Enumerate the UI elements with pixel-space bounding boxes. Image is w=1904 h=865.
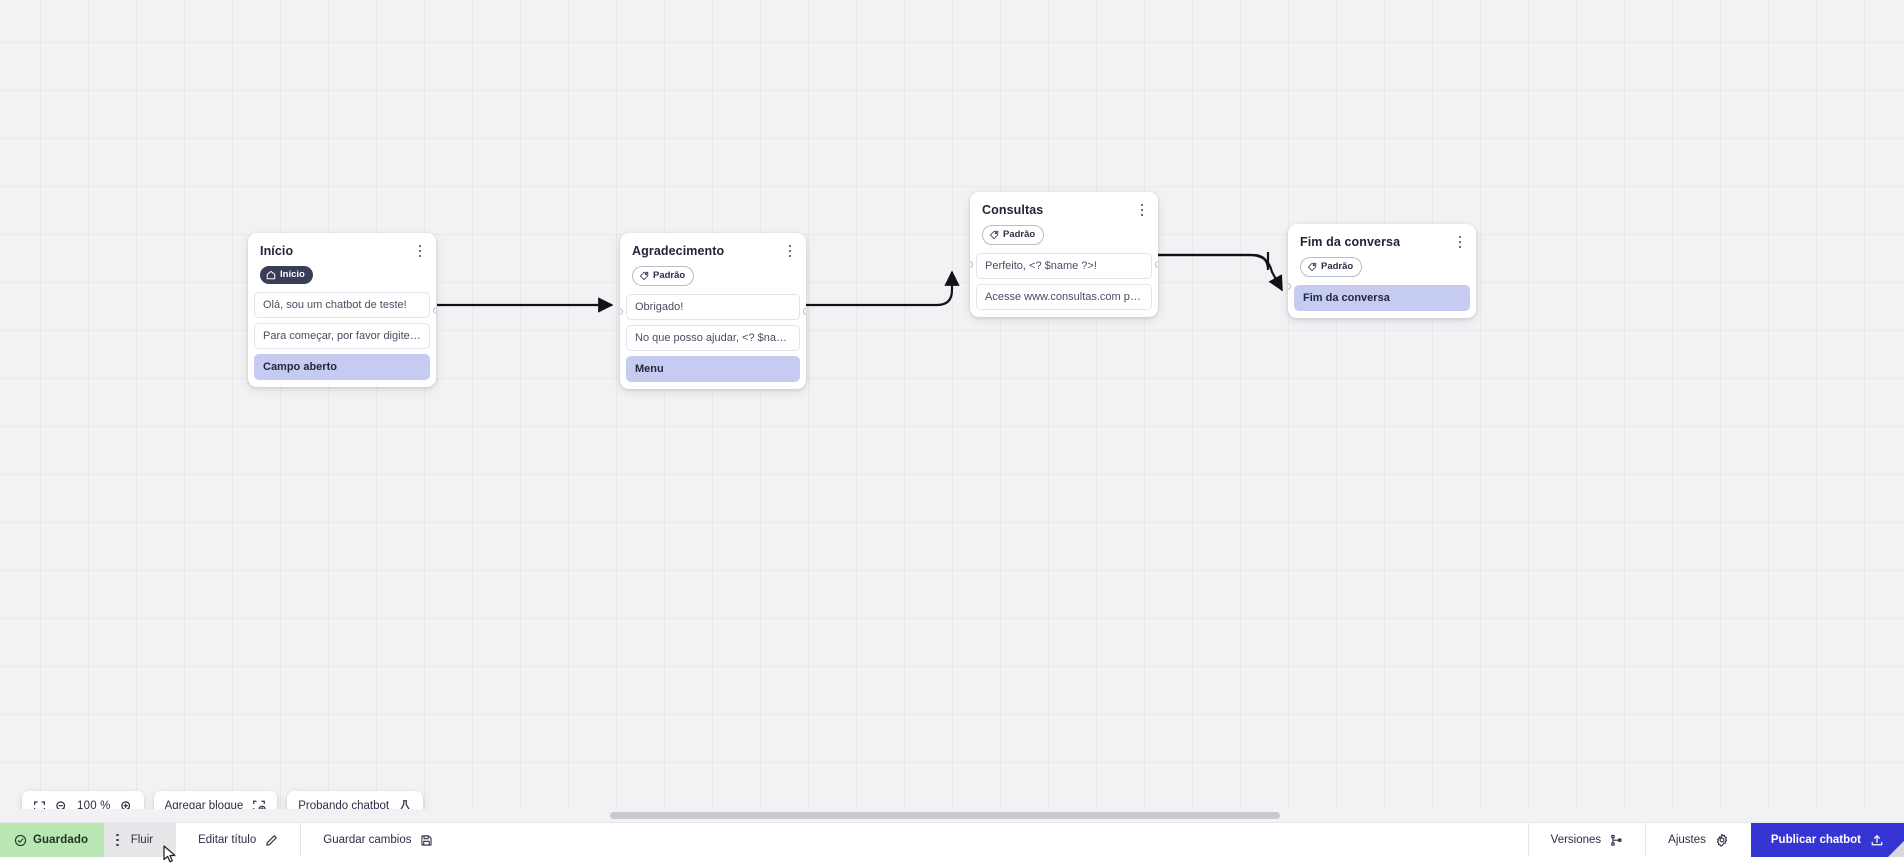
saved-status-badge: Guardado xyxy=(0,823,104,857)
node-badge-default: Padrão xyxy=(982,225,1044,245)
node-row[interactable]: Obrigado! xyxy=(626,294,800,320)
flow-tab-label: Fluir xyxy=(131,834,153,846)
node-badges: Padrão xyxy=(970,218,1158,253)
node-handle-right[interactable] xyxy=(433,307,436,314)
node-header: Agradecimento xyxy=(620,233,806,259)
save-icon xyxy=(420,834,433,847)
tag-icon xyxy=(1307,262,1317,272)
scrollbar-thumb[interactable] xyxy=(610,812,1280,819)
node-badge-label: Padrão xyxy=(1003,230,1035,240)
flow-node-agradecimento[interactable]: Agradecimento Padrão Obrigado! No que po… xyxy=(620,233,806,389)
statusbar-right-group: Versiones Ajustes Publicar chatbot xyxy=(1528,823,1904,857)
node-header: Consultas xyxy=(970,192,1158,218)
upload-icon xyxy=(1870,833,1884,847)
edge-consultas-to-fim-tail xyxy=(1158,255,1282,290)
edit-title-button[interactable]: Editar título xyxy=(175,823,300,857)
home-icon xyxy=(266,270,276,280)
publish-chatbot-button[interactable]: Publicar chatbot xyxy=(1751,823,1904,857)
node-title: Agradecimento xyxy=(632,244,794,259)
edit-title-label: Editar título xyxy=(198,834,256,846)
node-rows: Obrigado! No que posso ajudar, <? $name … xyxy=(620,294,806,382)
node-row[interactable]: Acesse www.consultas.com par... xyxy=(976,284,1152,310)
canvas-horizontal-scrollbar[interactable] xyxy=(0,809,1904,822)
check-circle-icon xyxy=(14,834,27,847)
flow-canvas[interactable]: Início Início Olá, sou um chatbot de tes… xyxy=(0,0,1904,822)
node-row-accent[interactable]: Menu xyxy=(626,356,800,382)
flow-tab[interactable]: Fluir xyxy=(104,823,175,857)
saved-status-label: Guardado xyxy=(33,834,88,846)
tag-icon xyxy=(639,271,649,281)
node-title: Início xyxy=(260,244,424,259)
pencil-icon xyxy=(265,834,278,847)
node-badge-label: Padrão xyxy=(1321,262,1353,272)
node-rows: Perfeito, <? $name ?>! Acesse www.consul… xyxy=(970,253,1158,310)
node-badge-label: Início xyxy=(280,270,305,280)
publish-chatbot-label: Publicar chatbot xyxy=(1771,834,1861,846)
flow-node-inicio[interactable]: Início Início Olá, sou um chatbot de tes… xyxy=(248,233,436,387)
save-changes-button[interactable]: Guardar cambios xyxy=(300,823,455,857)
flow-node-consultas[interactable]: Consultas Padrão Perfeito, <? $name ?>! … xyxy=(970,192,1158,317)
node-menu-button[interactable] xyxy=(782,242,798,260)
versions-button[interactable]: Versiones xyxy=(1528,823,1646,857)
node-row-accent[interactable]: Campo aberto xyxy=(254,354,430,380)
node-badge-default: Padrão xyxy=(632,266,694,286)
tag-icon xyxy=(989,230,999,240)
node-title: Consultas xyxy=(982,203,1146,218)
bottom-status-bar: Guardado Fluir Editar título Guardar cam… xyxy=(0,822,1904,857)
node-rows: Olá, sou um chatbot de teste! Para começ… xyxy=(248,292,436,380)
node-row[interactable]: Para começar, por favor digite o ... xyxy=(254,323,430,349)
node-handle-right[interactable] xyxy=(803,308,806,315)
node-badges: Padrão xyxy=(620,259,806,294)
edge-consultas-to-fim xyxy=(1158,252,1268,270)
node-row-accent[interactable]: Fim da conversa xyxy=(1294,285,1470,311)
settings-label: Ajustes xyxy=(1668,834,1706,846)
flow-node-fim-da-conversa[interactable]: Fim da conversa Padrão Fim da conversa xyxy=(1288,224,1476,318)
node-header: Fim da conversa xyxy=(1288,224,1476,250)
node-menu-button[interactable] xyxy=(1134,201,1150,219)
node-badges: Padrão xyxy=(1288,250,1476,285)
node-row[interactable]: Olá, sou um chatbot de teste! xyxy=(254,292,430,318)
statusbar-spacer xyxy=(455,823,1527,857)
settings-button[interactable]: Ajustes xyxy=(1645,823,1751,857)
versions-label: Versiones xyxy=(1551,834,1602,846)
kebab-icon[interactable] xyxy=(116,834,119,847)
node-title: Fim da conversa xyxy=(1300,235,1464,250)
save-changes-label: Guardar cambios xyxy=(323,834,411,846)
node-menu-button[interactable] xyxy=(1452,233,1468,251)
node-header: Início xyxy=(248,233,436,259)
node-row[interactable]: Perfeito, <? $name ?>! xyxy=(976,253,1152,279)
git-branch-icon xyxy=(1610,834,1623,847)
node-badges: Início xyxy=(248,259,436,292)
node-handle-right[interactable] xyxy=(1155,261,1158,268)
node-rows: Fim da conversa xyxy=(1288,285,1476,311)
node-badge-default: Padrão xyxy=(1300,257,1362,277)
node-row[interactable]: No que posso ajudar, <? $name ... xyxy=(626,325,800,351)
flow-edges-layer xyxy=(0,0,1904,822)
node-badge-label: Padrão xyxy=(653,271,685,281)
gear-icon xyxy=(1715,833,1729,847)
node-badge-start: Início xyxy=(260,266,313,284)
edge-agradecimento-to-consultas xyxy=(806,272,952,305)
node-menu-button[interactable] xyxy=(412,242,428,260)
